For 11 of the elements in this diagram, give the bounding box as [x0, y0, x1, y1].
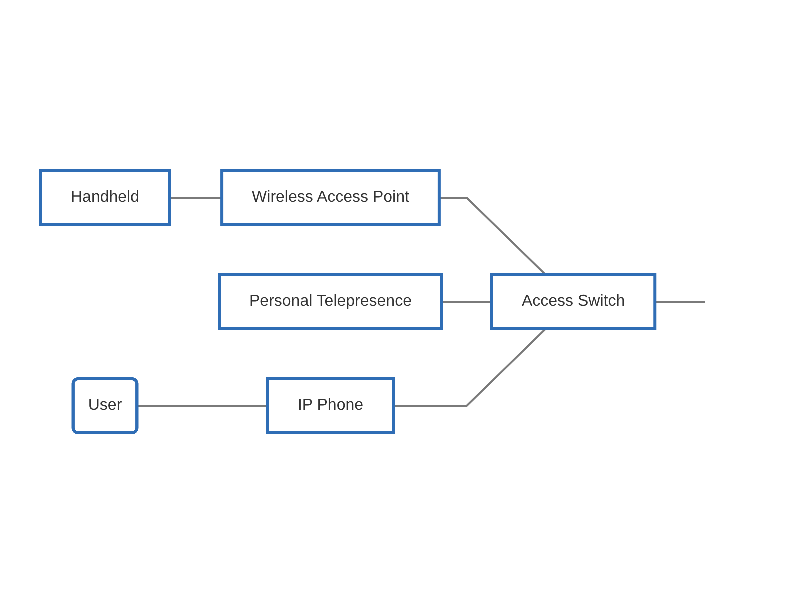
node-box: Access Switch — [490, 274, 658, 330]
connector — [394, 328, 548, 407]
node-box: Handheld — [40, 170, 172, 226]
connector — [440, 197, 548, 276]
node-box: Personal Telepresence — [218, 274, 444, 330]
connector — [170, 197, 222, 199]
connector — [442, 301, 492, 303]
connector — [656, 301, 706, 303]
connector — [138, 405, 268, 408]
node-box: Wireless Access Point — [220, 170, 442, 226]
node-box: IP Phone — [266, 378, 396, 434]
